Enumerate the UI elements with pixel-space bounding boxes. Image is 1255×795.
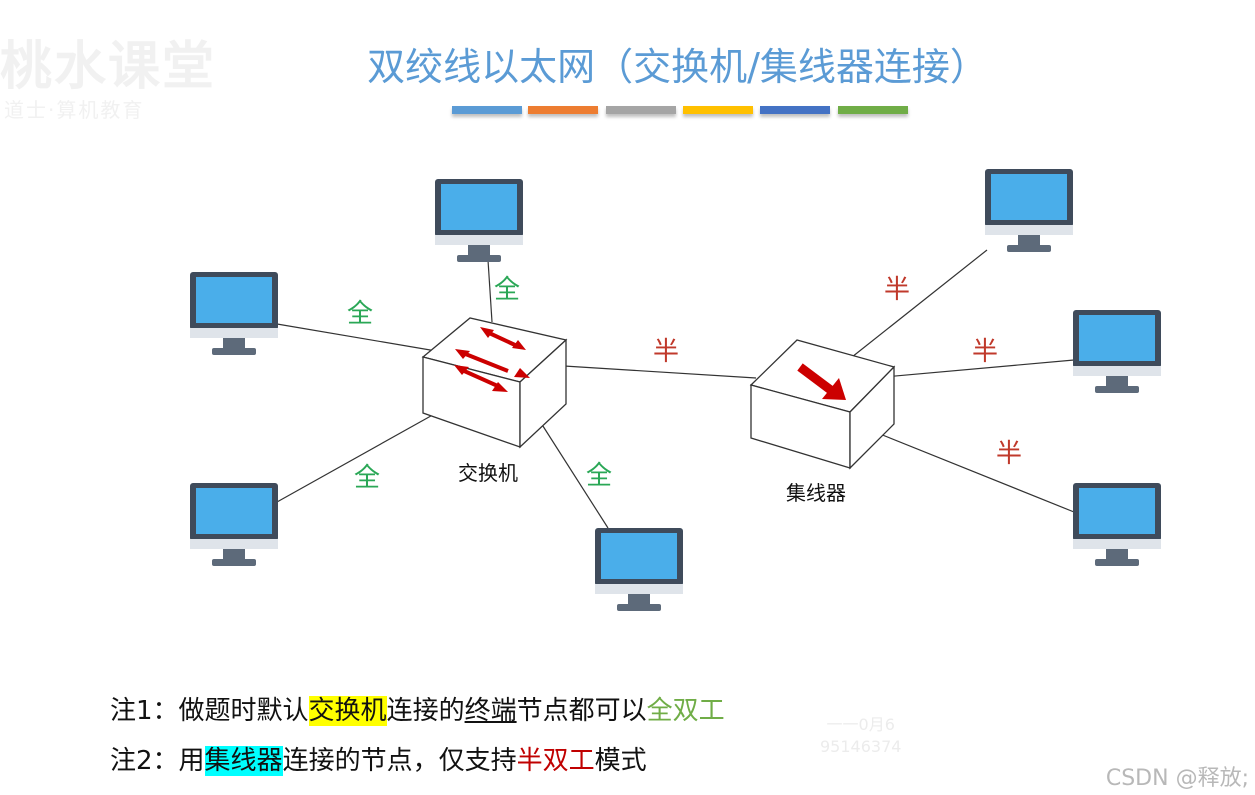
switch-arrows-icon xyxy=(461,330,516,389)
hub-label: 集线器 xyxy=(786,481,846,505)
note-2-mid: 连接的节点，仅支持 xyxy=(282,746,517,776)
note-1: 注1：做题时默认交换机连接的终端节点都可以全双工 xyxy=(110,690,725,727)
color-bar-1 xyxy=(452,106,522,114)
note-1-prefix: 注1：做题时默认 xyxy=(110,696,309,726)
faint-watermark-id: 一一0月6 95146374 xyxy=(820,714,901,758)
computer-icon-right-bottom xyxy=(1073,483,1161,566)
label-half-switch-hub: 半 xyxy=(653,337,679,367)
csdn-credit: CSDN @释放; xyxy=(1105,766,1249,791)
note-1-colored: 全双工 xyxy=(646,696,725,726)
note-2-highlight: 集线器 xyxy=(204,746,283,776)
note-2-colored: 半双工 xyxy=(516,746,595,776)
computer-icon-bottom xyxy=(595,528,683,611)
link-switch-top xyxy=(487,259,493,323)
label-full-bottom: 全 xyxy=(586,461,612,491)
link-switch-hub xyxy=(563,365,757,379)
note-2-after: 模式 xyxy=(594,746,647,776)
hub-arrow-icon xyxy=(797,363,846,400)
watermark-logo: 桃水课堂 xyxy=(0,37,217,97)
color-bar-2 xyxy=(528,106,598,114)
page-title: 双绞线以太网（交换机/集线器连接） xyxy=(367,45,988,89)
note-1-underlined: 终端 xyxy=(464,696,517,726)
link-switch-left-top xyxy=(276,323,443,353)
color-bar-6 xyxy=(838,106,908,114)
label-full-left-bottom: 全 xyxy=(354,463,380,493)
link-hub-top xyxy=(851,249,988,358)
watermark-subtitle: 道士·算机教育 xyxy=(4,98,145,122)
link-switch-left-bottom xyxy=(276,411,439,503)
note-1-after: 节点都可以 xyxy=(516,696,647,726)
link-hub-middle xyxy=(883,359,1075,378)
computer-icon-right-top xyxy=(985,169,1073,252)
label-full-left-top: 全 xyxy=(347,299,373,329)
links xyxy=(276,249,1075,529)
color-bar-4 xyxy=(683,106,753,114)
note-2-prefix: 注2：用 xyxy=(110,746,205,776)
computer-icon-top xyxy=(435,179,523,262)
link-switch-bottom xyxy=(540,422,609,529)
hub-device xyxy=(749,339,896,470)
switch-label: 交换机 xyxy=(458,461,518,485)
computer-icon-right-middle xyxy=(1073,310,1161,393)
note-1-mid: 连接的 xyxy=(386,696,465,726)
computer-icon-left-bottom xyxy=(190,483,278,566)
switch-device xyxy=(421,317,568,449)
faint-id-line-2: 95146374 xyxy=(820,737,902,756)
computer-icon-left-top xyxy=(190,272,278,355)
label-half-hub-middle: 半 xyxy=(972,337,998,367)
label-half-hub-top: 半 xyxy=(884,275,910,305)
note-1-highlight: 交换机 xyxy=(308,696,387,726)
color-bar-3 xyxy=(606,106,676,114)
link-hub-bottom xyxy=(879,433,1075,513)
faint-id-line-1: 一一0月6 xyxy=(826,715,895,734)
label-half-hub-bottom: 半 xyxy=(996,439,1022,469)
label-full-top: 全 xyxy=(494,275,520,305)
note-2: 注2：用集线器连接的节点，仅支持半双工模式 xyxy=(110,740,647,777)
color-bar-5 xyxy=(760,106,830,114)
